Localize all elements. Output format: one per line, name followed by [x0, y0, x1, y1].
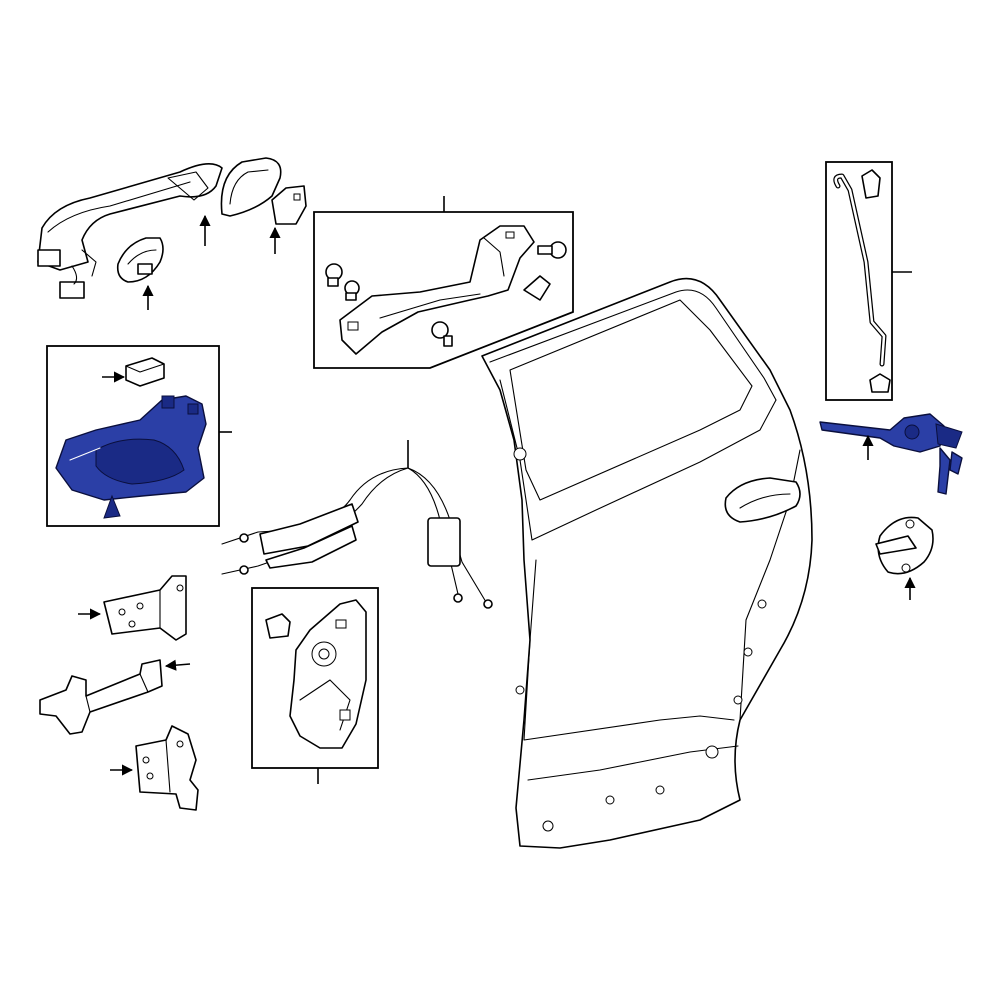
- door-latch[interactable]: [265, 599, 367, 749]
- leader-14-bottom: [164, 659, 191, 671]
- box-10: [825, 161, 893, 401]
- inside-handle-highlighted[interactable]: [55, 395, 207, 519]
- door-check[interactable]: [39, 659, 163, 735]
- box-8: [251, 587, 379, 769]
- door-cable[interactable]: [221, 467, 493, 609]
- upper-hinge[interactable]: [103, 575, 187, 641]
- handle-cover[interactable]: [220, 157, 282, 217]
- lock-cylinder-highlighted[interactable]: [819, 413, 963, 495]
- box-6-inside-handle: [46, 345, 220, 527]
- lower-hinge[interactable]: [135, 725, 199, 811]
- rear-door-shell[interactable]: [481, 277, 813, 849]
- bolts-set[interactable]: [325, 241, 567, 347]
- handle-bracket[interactable]: [271, 185, 307, 225]
- handle-frame[interactable]: [339, 225, 535, 355]
- outside-handle[interactable]: [37, 163, 223, 299]
- box-5: [313, 211, 574, 369]
- door-rod[interactable]: [833, 169, 891, 393]
- striker[interactable]: [875, 516, 934, 575]
- handle-base-plate[interactable]: [116, 237, 164, 283]
- lock-knob[interactable]: [125, 357, 165, 387]
